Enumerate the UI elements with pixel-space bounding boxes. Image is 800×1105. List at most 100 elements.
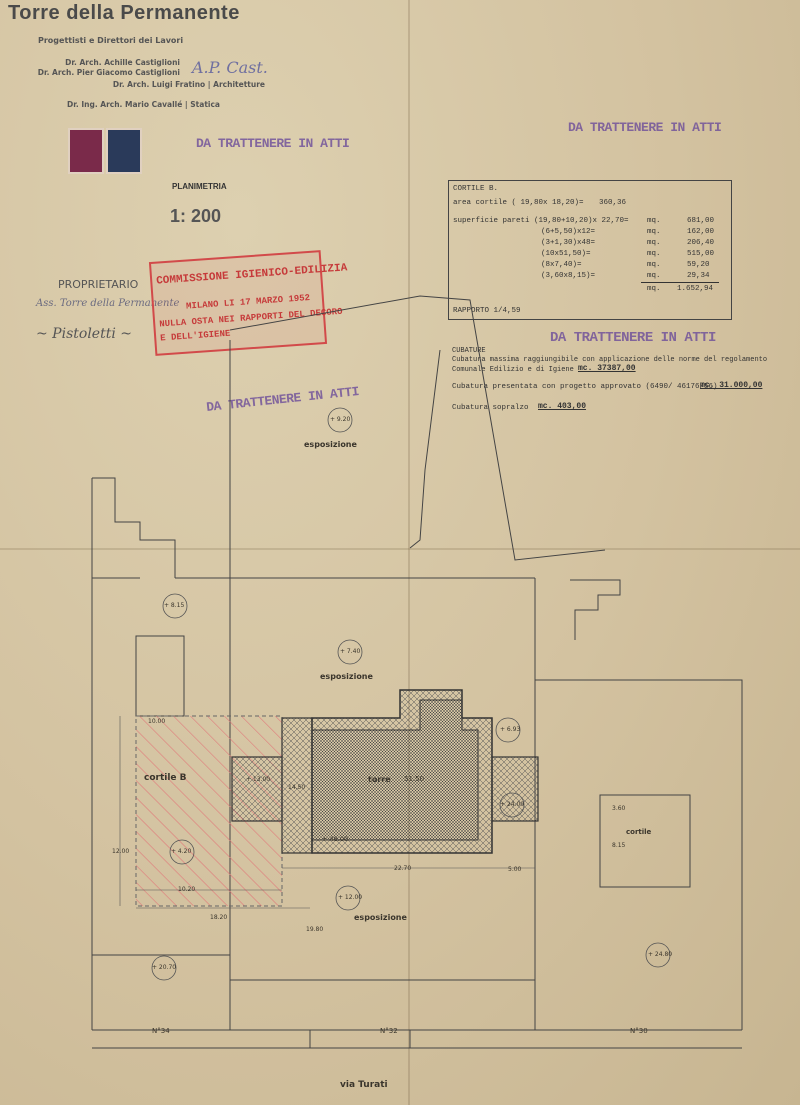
elevation-label: + 8.15 xyxy=(164,602,185,609)
row-label: (6+5,50)x12= xyxy=(541,228,596,236)
owner-signature: ~ Pistoletti ~ xyxy=(36,326,132,342)
street-number-right: N°30 xyxy=(630,1027,648,1035)
annex-left xyxy=(231,756,283,822)
architect-2: Dr. Arch. Pier Giacomo Castiglioni xyxy=(37,68,180,77)
total-unit: mq. xyxy=(647,285,661,293)
row-unit: mq. xyxy=(647,272,661,280)
revenue-stamp-red xyxy=(68,128,104,174)
row-unit: mq. xyxy=(647,217,661,225)
elevation-label: + 12.00 xyxy=(338,894,363,901)
fold-line-horizontal xyxy=(0,548,800,550)
document-subtitle: Progettisti e Direttori dei Lavori xyxy=(38,36,184,45)
row-unit: mq. xyxy=(647,228,661,236)
dimension-label: 3.60 xyxy=(612,805,626,812)
architect-3: Dr. Arch. Luigi Fratino | Architetture xyxy=(112,80,265,89)
elevation-marker xyxy=(645,942,671,968)
cubature-line3: Cubatura presentata con progetto approva… xyxy=(452,383,718,391)
scale-label: 1: 200 xyxy=(170,206,222,226)
elevation-label: + 24.80 xyxy=(648,951,673,958)
total-value: 1.652,94 xyxy=(677,285,714,293)
cubature-line2: Comunale Edilizio e di Igiene xyxy=(452,366,574,374)
revenue-stamp-blue xyxy=(106,128,142,174)
elevation-label: + 6.93 xyxy=(500,726,521,733)
elevation-label: + 20.70 xyxy=(152,964,177,971)
right-steps xyxy=(570,579,621,640)
row-value: 681,00 xyxy=(687,217,715,225)
lot-boundary-north xyxy=(229,295,606,561)
row-value: 29,34 xyxy=(687,272,710,280)
dimension-label: 22.70 xyxy=(394,865,412,872)
lot-steps-left xyxy=(92,477,176,578)
esposizione-top-label: esposizione xyxy=(304,440,357,449)
elevation-marker xyxy=(151,955,177,981)
row-unit: mq. xyxy=(647,239,661,247)
cortile-table: CORTILE B. area cortile ( 19,80x 18,20)=… xyxy=(448,180,732,320)
architect-4: Dr. Ing. Arch. Mario Cavallé | Statica xyxy=(67,100,220,109)
elevation-label: + 48.00 xyxy=(322,835,349,843)
street-number-mid: N°32 xyxy=(380,1027,398,1035)
torre-label: torre xyxy=(368,775,391,784)
right-cortile xyxy=(599,794,691,888)
elevation-label: + 9.20 xyxy=(330,416,351,423)
row-label: (3,60x8,15)= xyxy=(541,272,596,280)
annex-right xyxy=(491,756,539,822)
esposizione-mid-label: esposizione xyxy=(320,672,373,681)
elevation-label: + 13.00 xyxy=(246,776,271,783)
torre-height: 51.50 xyxy=(404,775,425,783)
annex-wing xyxy=(281,717,313,854)
architect-signature: A.P. Cast. xyxy=(192,58,268,77)
dimension-label: 12.00 xyxy=(112,848,130,855)
total-rule xyxy=(641,282,719,283)
elevation-label: + 4.20 xyxy=(171,848,192,855)
elevation-marker xyxy=(327,407,353,433)
cubature-line4: Cubatura sopralzo xyxy=(452,404,529,412)
stamp-trattenere-3: DA TRATTENERE IN ATTI xyxy=(550,330,716,346)
row-label: (10x51,50)= xyxy=(541,250,591,258)
row-label: (8x7,40)= xyxy=(541,261,582,269)
elevation-marker xyxy=(169,839,195,865)
document-title: Torre della Permanente xyxy=(8,2,240,24)
row-value: 206,40 xyxy=(687,239,715,247)
dimension-label: 14.50 xyxy=(288,784,306,791)
elevation-label: + 7.40 xyxy=(340,648,361,655)
dimension-label: 8.15 xyxy=(612,842,626,849)
row-label: (3+1,30)x48= xyxy=(541,239,596,247)
proprietario-label: PROPRIETARIO xyxy=(58,278,139,291)
stamp-trattenere-1: DA TRATTENERE IN ATTI xyxy=(196,136,350,151)
row-value: 162,00 xyxy=(687,228,715,236)
owner-signature-text: Ass. Torre della Permanente xyxy=(36,298,180,309)
dimension-label: 10.00 xyxy=(148,718,166,725)
elevation-marker xyxy=(162,593,188,619)
dimension-label: 10.20 xyxy=(178,886,196,893)
row-value: 515,00 xyxy=(687,250,715,258)
stamp-trattenere-2: DA TRATTENERE IN ATTI xyxy=(568,120,722,135)
street-number-left: N°34 xyxy=(152,1027,170,1035)
right-cortile-label: cortile xyxy=(626,828,652,836)
dimension-label: 19.80 xyxy=(306,926,324,933)
dimension-label: 18.20 xyxy=(210,914,228,921)
area-value: 360,36 xyxy=(599,199,627,207)
elevation-marker xyxy=(335,885,361,911)
cubature-max-value: mc. 37387,00 xyxy=(578,364,636,373)
row-label: superficie pareti (19,80+10,20)x 22,70= xyxy=(453,217,629,225)
elevation-label: + 24.00 xyxy=(500,801,525,808)
cubature-approved-value: mc. 31.000,00 xyxy=(700,381,763,390)
fold-line-vertical xyxy=(408,0,410,1105)
row-unit: mq. xyxy=(647,250,661,258)
left-building xyxy=(135,635,185,717)
dimension-label: 5.00 xyxy=(508,866,522,873)
cubature-heading: CUBATURE xyxy=(452,347,486,355)
elevation-marker xyxy=(337,639,363,665)
planimetria-label: PLANIMETRIA xyxy=(172,182,227,191)
right-lot-boundary xyxy=(535,679,743,1030)
cortile-table-heading: CORTILE B. xyxy=(453,185,499,193)
cubature-line1: Cubatura massima raggiungibile con appli… xyxy=(452,356,768,364)
esposizione-bottom-label: esposizione xyxy=(354,913,407,922)
architect-1: Dr. Arch. Achille Castiglioni xyxy=(65,58,180,67)
street-name: via Turati xyxy=(340,1080,388,1090)
rapporto-label: RAPPORTO 1/4,59 xyxy=(453,307,521,315)
cortile-b-label: cortile B xyxy=(144,773,187,783)
area-label: area cortile ( 19,80x 18,20)= xyxy=(453,199,584,207)
